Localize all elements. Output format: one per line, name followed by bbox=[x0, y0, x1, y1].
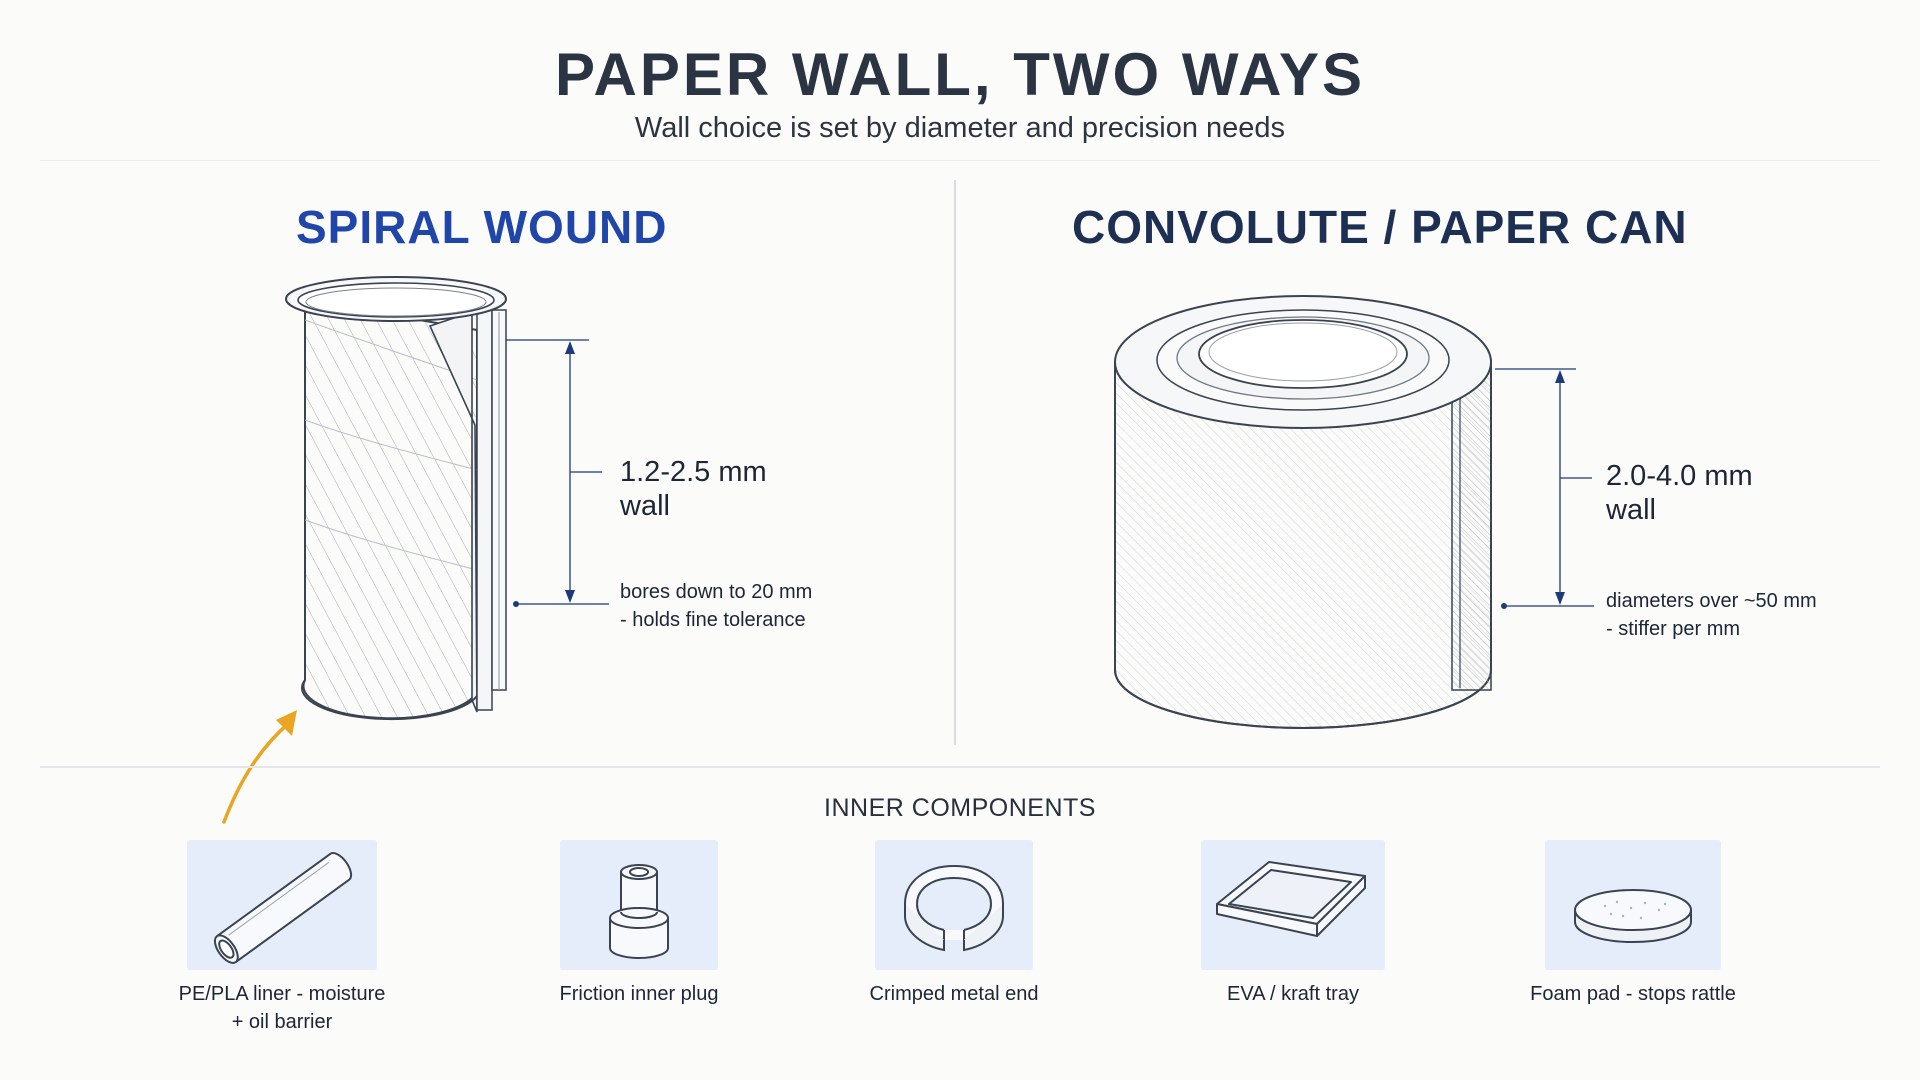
liner-label-line1: PE/PLA liner - moisture bbox=[178, 983, 386, 1005]
spiral-note-line2: - holds fine tolerance bbox=[620, 609, 806, 631]
tray-label-line1: EVA / kraft tray bbox=[1227, 983, 1359, 1005]
metal-end-label: Crimped metal end bbox=[834, 980, 1074, 1008]
metal-end-card bbox=[875, 840, 1033, 970]
convolute-note-line1: diameters over ~50 mm bbox=[1606, 590, 1817, 612]
convolute-wall-value: 2.0-4.0 mm wall bbox=[1606, 459, 1753, 527]
spiral-wall-dimension bbox=[506, 339, 609, 607]
liner-label: PE/PLA liner - moisture + oil barrier bbox=[157, 980, 407, 1036]
page-subtitle: Wall choice is set by diameter and preci… bbox=[634, 112, 1286, 144]
spiral-note-line1: bores down to 20 mm bbox=[620, 581, 813, 603]
convolute-wall-unit: wall bbox=[1606, 494, 1656, 526]
liner-card bbox=[187, 840, 377, 970]
top-divider bbox=[40, 160, 1880, 161]
spiral-tube-illustration bbox=[285, 276, 507, 721]
spiral-wall-value: 1.2-2.5 mm wall bbox=[620, 455, 767, 523]
spiral-wall-unit: wall bbox=[620, 490, 670, 522]
liner-pointer-arrowhead bbox=[276, 710, 297, 736]
liner-label-line2: + oil barrier bbox=[231, 1011, 333, 1033]
liner-tube-icon bbox=[213, 852, 353, 964]
foam-pad-icon bbox=[1574, 889, 1692, 943]
plug-label: Friction inner plug bbox=[519, 980, 759, 1008]
plug-label-line1: Friction inner plug bbox=[559, 983, 719, 1005]
inner-components-heading: INNER COMPONENTS bbox=[824, 794, 1096, 822]
spiral-wall-range: 1.2-2.5 mm bbox=[620, 456, 767, 488]
section-divider bbox=[40, 766, 1880, 768]
convolute-note: diameters over ~50 mm - stiffer per mm bbox=[1606, 587, 1817, 643]
tray-card bbox=[1201, 840, 1385, 970]
panel-divider bbox=[954, 180, 956, 745]
convolute-tube-illustration bbox=[1114, 295, 1492, 729]
tray-icon bbox=[1216, 861, 1366, 937]
foam-label: Foam pad - stops rattle bbox=[1513, 980, 1753, 1008]
spiral-note: bores down to 20 mm - holds fine toleran… bbox=[620, 578, 812, 634]
convolute-note-line2: - stiffer per mm bbox=[1606, 618, 1741, 640]
spiral-wound-title: SPIRAL WOUND bbox=[296, 201, 668, 253]
foam-card bbox=[1545, 840, 1721, 970]
convolute-wall-dimension bbox=[1495, 368, 1594, 609]
inner-plug-icon bbox=[609, 864, 669, 959]
metal-end-label-line1: Crimped metal end bbox=[869, 983, 1039, 1005]
page-title: PAPER WALL, TWO WAYS bbox=[554, 41, 1366, 108]
plug-card bbox=[560, 840, 718, 970]
foam-label-line1: Foam pad - stops rattle bbox=[1530, 983, 1736, 1005]
convolute-wall-range: 2.0-4.0 mm bbox=[1606, 460, 1753, 492]
metal-end-ring-icon bbox=[903, 864, 1005, 952]
tray-label: EVA / kraft tray bbox=[1173, 980, 1413, 1008]
convolute-title: CONVOLUTE / PAPER CAN bbox=[1072, 201, 1688, 253]
